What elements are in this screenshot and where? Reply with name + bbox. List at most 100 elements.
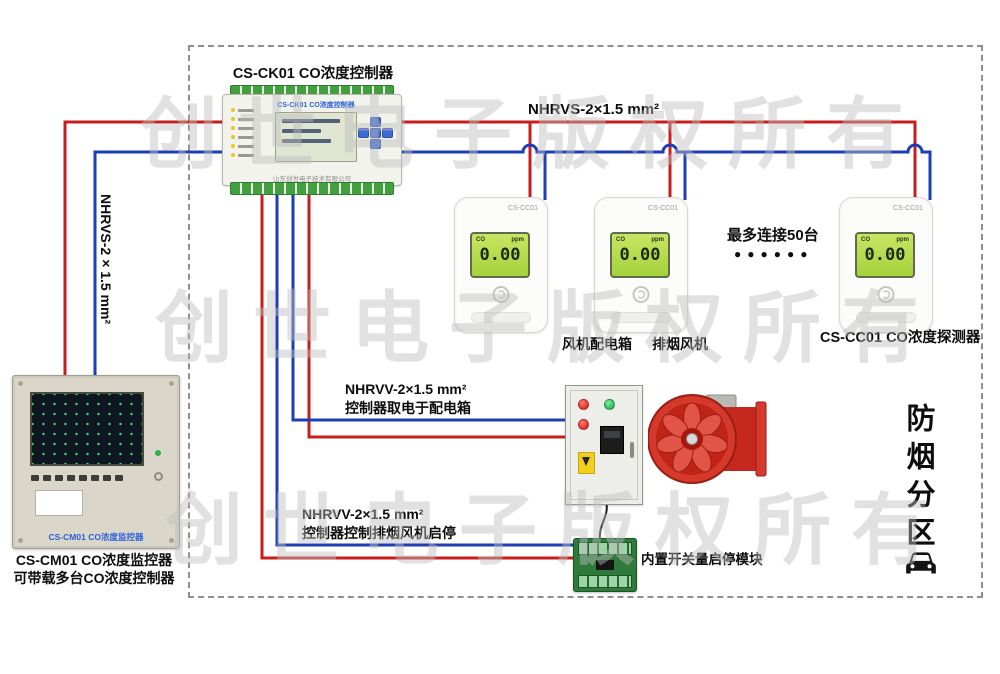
switch-module-device: [573, 538, 637, 592]
monitor-button[interactable]: [91, 475, 99, 481]
red-wire-powerbox: [307, 192, 570, 439]
monitor-button[interactable]: [43, 475, 51, 481]
blue-wire-bus: [402, 143, 932, 200]
monitor-button[interactable]: [67, 475, 75, 481]
power-led-icon: [155, 450, 161, 456]
led-label: [238, 135, 254, 139]
power-cable-line1: NHRVV-2×1.5 mm²: [345, 381, 467, 397]
led-icon: [231, 108, 235, 112]
smoke-zone-label: 防烟分区: [902, 403, 934, 555]
detector-grille: [856, 312, 916, 323]
monitor-button[interactable]: [31, 475, 39, 481]
green-indicator-icon: [604, 399, 615, 410]
control-cable-line1: NHRVV-2×1.5 mm²: [302, 506, 424, 522]
led-label: [238, 117, 254, 121]
led-label: [238, 144, 254, 148]
control-cable-label: NHRVV-2×1.5 mm² 控制器控制排烟风机启停: [302, 505, 456, 543]
hazard-icon: [582, 457, 590, 466]
ok-button[interactable]: [370, 128, 381, 138]
detector-model-label: CS-CC01: [508, 205, 538, 212]
co-detector-1: CS-CC01 CO ppm 0.00: [454, 197, 548, 333]
red-indicator-icon: [578, 419, 589, 430]
door-handle[interactable]: [630, 442, 634, 458]
led-indicator: [231, 117, 254, 121]
detector-grille: [611, 312, 671, 323]
detector-gas-label: CO: [861, 237, 870, 243]
red-wires: [63, 120, 917, 560]
blue-wire-module: [275, 192, 578, 547]
red-wire-monitor: [63, 120, 222, 380]
blue-wires: [93, 143, 932, 547]
detector-caption: CS-CC01 CO浓度探测器: [820, 330, 981, 346]
detector-lcd: CO ppm 0.00: [610, 232, 670, 278]
monitor-button[interactable]: [55, 475, 63, 481]
switch-module-label: 内置开关量启停模块: [641, 552, 763, 567]
led-label: [238, 153, 254, 157]
controller-lcd-area: CS-CK01 CO浓度控制器: [275, 100, 357, 162]
down-button[interactable]: [370, 139, 381, 149]
controller-lcd: [275, 112, 357, 162]
monitor-button[interactable]: [115, 475, 123, 481]
detector-unit-label: ppm: [651, 237, 664, 243]
module-terminal-strip: [578, 542, 632, 555]
brand-logo-icon: [632, 286, 650, 303]
module-to-box-cable: [598, 499, 608, 543]
blue-wire-monitor: [93, 150, 222, 380]
controller-body: CS-CK01 CO浓度控制器 山东创世电子技术有限公司: [222, 94, 402, 186]
detector-gas-label: CO: [616, 237, 625, 243]
controller-nav-buttons: [358, 117, 393, 149]
detector-lcd: CO ppm 0.00: [470, 232, 530, 278]
control-cable-line2: 控制器控制排烟风机启停: [302, 524, 456, 541]
screw-icon: [18, 381, 23, 386]
fan-flange: [755, 401, 767, 477]
monitor-button[interactable]: [103, 475, 111, 481]
blue-wire-powerbox: [291, 192, 570, 422]
smoke-zone-boundary: [188, 45, 983, 598]
monitor-caption-line2: 可带载多台CO浓度控制器: [13, 570, 175, 587]
monitor-caption-line1: CS-CM01 CO浓度监控器: [15, 552, 173, 568]
led-icon: [231, 144, 235, 148]
bus-cable-label: NHRVS-2×1.5 mm²: [528, 101, 660, 118]
fan-box-label: 风机配电箱: [562, 336, 632, 352]
screw-icon: [18, 538, 23, 543]
detector-reading: 0.00: [479, 245, 521, 265]
monitor-card-slot: [35, 490, 83, 516]
monitor-cable-label: NHRVS-2×1.5 mm²: [98, 194, 114, 325]
monitor-button[interactable]: [79, 475, 87, 481]
co-controller-device: CS-CK01 CO浓度控制器 山东创世电子技术有限公司: [222, 85, 402, 195]
up-button[interactable]: [370, 117, 381, 127]
co-monitor-device: CS-CM01 CO浓度监控器: [12, 375, 180, 549]
led-icon: [231, 117, 235, 121]
detector-model-label: CS-CC01: [893, 205, 923, 212]
red-wire-bus: [402, 120, 917, 200]
screw-icon: [169, 381, 174, 386]
red-wire-module: [260, 192, 578, 560]
detector-model-label: CS-CC01: [648, 205, 678, 212]
fan-graphic: [647, 394, 767, 484]
right-button[interactable]: [382, 128, 393, 138]
power-cable-line2: 控制器取电于配电箱: [345, 399, 471, 416]
co-detector-2: CS-CC01 CO ppm 0.00: [594, 197, 688, 333]
detector-unit-label: ppm: [511, 237, 524, 243]
led-indicator: [231, 153, 254, 157]
power-cable-label: NHRVV-2×1.5 mm² 控制器取电于配电箱: [345, 380, 471, 418]
panel-meter: [600, 426, 624, 454]
red-indicator-icon: [578, 399, 589, 410]
max-connection-label: 最多连接50台: [727, 227, 819, 244]
fan-hub-cap: [686, 433, 698, 445]
led-icon: [231, 153, 235, 157]
detector-unit-label: ppm: [896, 237, 909, 243]
screw-icon: [169, 538, 174, 543]
box-door: [570, 390, 638, 500]
led-icon: [231, 126, 235, 130]
controller-led-column: [231, 108, 254, 157]
lcd-text-line: [282, 119, 340, 123]
co-detector-3: CS-CC01 CO ppm 0.00: [839, 197, 933, 333]
left-button[interactable]: [358, 128, 369, 138]
detector-reading: 0.00: [864, 245, 906, 265]
led-indicator: [231, 135, 254, 139]
detector-grille: [471, 312, 531, 323]
exhaust-fan-device: [647, 393, 774, 487]
